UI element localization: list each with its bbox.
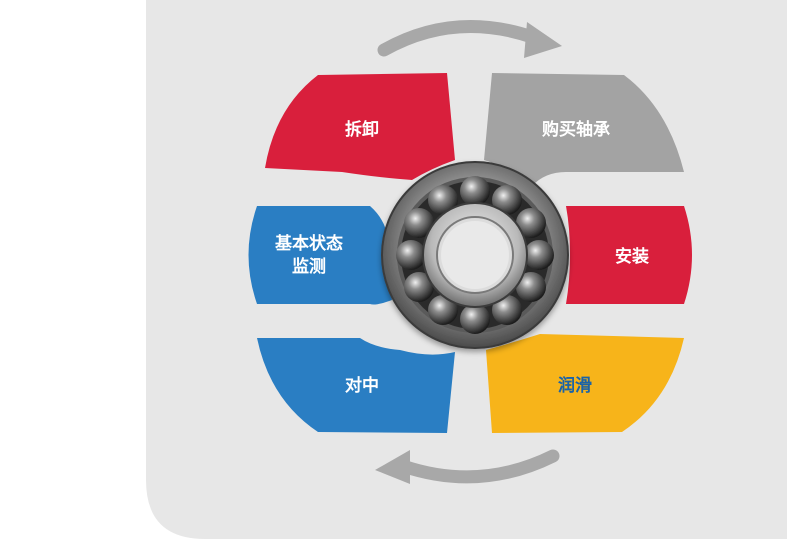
bottom-cycle-arrow — [375, 449, 560, 484]
label-lubrication: 润滑 — [558, 375, 592, 396]
top-cycle-arrow — [377, 20, 562, 58]
white-card — [0, 36, 146, 539]
segment-monitoring[interactable] — [248, 206, 393, 305]
bearing-icon — [381, 161, 569, 349]
segment-lubrication[interactable] — [486, 334, 684, 433]
segment-disassembly[interactable] — [265, 73, 455, 180]
segment-purchase[interactable] — [484, 73, 684, 186]
segment-install[interactable] — [566, 206, 692, 304]
label-alignment: 对中 — [345, 375, 379, 396]
segment-alignment[interactable] — [257, 338, 455, 433]
label-purchase: 购买轴承 — [542, 119, 610, 140]
label-install: 安装 — [615, 246, 649, 267]
label-monitoring-line2: 监测 — [292, 256, 326, 277]
label-monitoring-line1: 基本状态 — [274, 233, 343, 254]
label-disassembly: 拆卸 — [345, 119, 379, 140]
